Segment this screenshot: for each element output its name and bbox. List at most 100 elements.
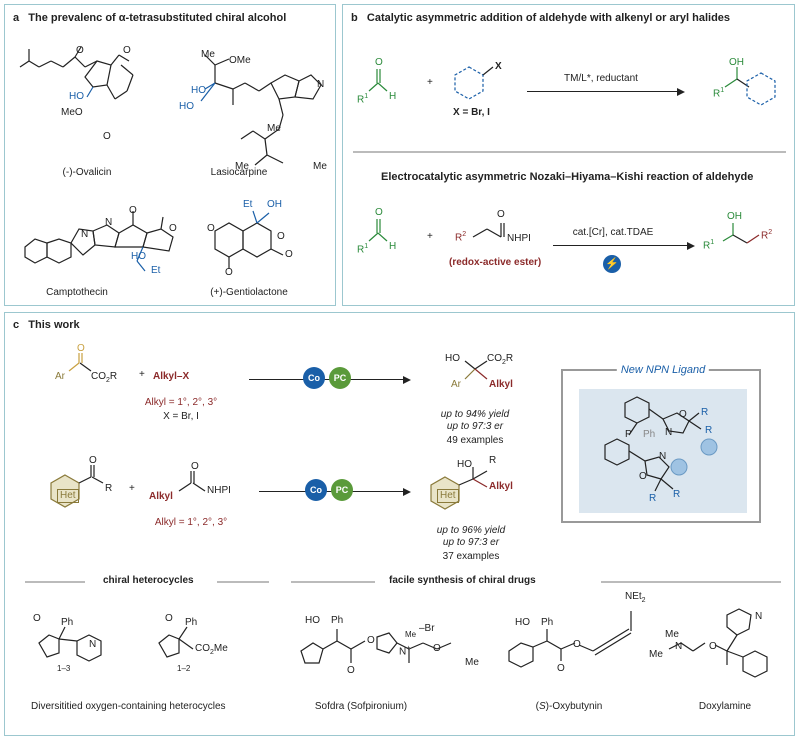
product-4-structure bbox=[430, 467, 488, 510]
hetero-1-o: O bbox=[33, 613, 41, 624]
ligand-box: New NPN Ligand P bbox=[561, 364, 761, 523]
panel-a-title: a The prevalenc of α-tetrasubstituted ch… bbox=[13, 12, 287, 24]
yield-1: up to 94% yield bbox=[440, 409, 510, 420]
sofdra-structure bbox=[300, 629, 452, 664]
hetero-2-o: O bbox=[165, 613, 173, 624]
product-label-heterocycles: Diversititied oxygen-containing heterocy… bbox=[31, 701, 226, 712]
oxybutynin-ho: HO bbox=[515, 617, 530, 628]
pc-catalyst-icon-2: PC bbox=[331, 479, 353, 501]
er-1: up to 97:3 er bbox=[446, 421, 504, 432]
aldehyde-structure bbox=[368, 69, 388, 92]
product-1-structure bbox=[724, 67, 776, 106]
plus-sign: + bbox=[427, 77, 433, 88]
co-catalyst-icon: Co bbox=[303, 367, 325, 389]
plus-sign-2: + bbox=[427, 231, 433, 242]
ovalicin-ketone-o: O bbox=[103, 131, 111, 142]
product-label-doxylamine: Doxylamine bbox=[698, 701, 752, 712]
panel-b-subtitle: Electrocatalytic asymmetric Nozaki–Hiyam… bbox=[381, 171, 754, 183]
product-3-alkyl: Alkyl bbox=[489, 379, 513, 390]
oxybutynin-ph: Ph bbox=[541, 617, 554, 628]
panel-c: c This work O Ar CO2R + Alkyl–X Alkyl = … bbox=[4, 312, 795, 736]
ligand-r-label-3: R bbox=[649, 493, 657, 504]
gentio-o-atom-4: O bbox=[225, 267, 233, 278]
sofdra-me-2: Me bbox=[465, 657, 479, 668]
hetero-2-range: 1–2 bbox=[177, 664, 191, 673]
plus-sign-4: + bbox=[129, 483, 135, 494]
ovalicin-ho-label: HO bbox=[69, 91, 84, 102]
campto-o-atom: O bbox=[129, 205, 137, 216]
aryl-x-atom: X bbox=[495, 61, 502, 72]
ketoester-ar: Ar bbox=[55, 371, 65, 382]
aldehyde-2-h: H bbox=[389, 241, 397, 252]
panel-b: b Catalytic asymmetric addition of aldeh… bbox=[342, 4, 795, 306]
product-2-r1: R1 bbox=[703, 239, 715, 252]
ligand-n-atom-2: N bbox=[659, 451, 667, 462]
lasio-me-label-4: Me bbox=[313, 161, 327, 172]
doxylamine-n: N bbox=[675, 641, 683, 652]
oxybutynin-structure bbox=[508, 611, 632, 668]
examples-2: 37 examples bbox=[442, 551, 500, 562]
gentio-o-atom-2: O bbox=[277, 231, 285, 242]
section-chiral-drugs: facile synthesis of chiral drugs bbox=[389, 575, 536, 586]
product-1-r1: R1 bbox=[713, 87, 725, 100]
product-3-structure bbox=[464, 360, 488, 380]
sofdra-ph: Ph bbox=[331, 615, 344, 626]
alkyl-def-1: Alkyl = 1°, 2°, 3° bbox=[144, 397, 218, 408]
lasio-ho-label-2: HO bbox=[179, 101, 194, 112]
er-2: up to 97:3 er bbox=[442, 537, 500, 548]
aldehyde-o: O bbox=[375, 57, 383, 68]
ligand-title: New NPN Ligand bbox=[616, 364, 710, 376]
examples-1: 49 examples bbox=[446, 435, 504, 446]
ligand-r-label-4: R bbox=[673, 489, 681, 500]
ovalicin-structure bbox=[19, 46, 134, 100]
sofdra-ho: HO bbox=[305, 615, 320, 626]
panel-b-divider bbox=[353, 151, 786, 153]
ligand-n-atom: N bbox=[665, 427, 673, 438]
redox-active-label: (redox-active ester) bbox=[449, 257, 542, 268]
alkyl-ester-o: O bbox=[191, 461, 199, 472]
alkyl-x-reagent: Alkyl–X bbox=[153, 371, 190, 382]
compound-camptothecin-label: Camptothecin bbox=[46, 287, 108, 298]
product-4-r: R bbox=[489, 455, 497, 466]
gentio-et-label: Et bbox=[243, 199, 253, 210]
ketoester-co2r: CO2R bbox=[91, 371, 118, 384]
ketoester-o: O bbox=[77, 343, 85, 354]
het-ketone-o: O bbox=[89, 455, 97, 466]
oxybutynin-net2: NEt2 bbox=[625, 591, 646, 604]
ligand-ph-label: Ph bbox=[643, 429, 656, 440]
campto-n-atom: N bbox=[81, 229, 89, 240]
sofdra-n: N+ bbox=[399, 645, 411, 658]
lasio-me-label: Me bbox=[201, 49, 215, 60]
section-divider-left bbox=[25, 581, 85, 583]
electrode-icon: ⚡ bbox=[603, 255, 621, 273]
pc-catalyst-icon: PC bbox=[329, 367, 351, 389]
compound-lasiocarpine-label: Lasiocarpine bbox=[210, 167, 268, 178]
hetero-1-ph: Ph bbox=[61, 617, 74, 628]
het-label: Het bbox=[57, 489, 79, 503]
gentio-o-atom-3: O bbox=[285, 249, 293, 260]
ester-r2: R2 bbox=[455, 231, 467, 244]
gentiolactone-structure bbox=[214, 210, 284, 269]
reaction-arrow-1 bbox=[527, 87, 685, 96]
ligand-p-atom: P bbox=[625, 429, 632, 440]
het-ketone-r: R bbox=[105, 483, 113, 494]
gentio-oh-label: OH bbox=[267, 199, 282, 210]
sofdra-o-2: O bbox=[347, 665, 355, 676]
ligand-r-label: R bbox=[701, 407, 709, 418]
heterocycle-1-structure bbox=[38, 626, 102, 662]
aryl-halide-structure bbox=[454, 66, 494, 100]
ovalicin-o-atom-2: O bbox=[123, 45, 131, 56]
campto-o-atom-2: O bbox=[169, 223, 177, 234]
lasio-me-label-3: Me bbox=[235, 161, 249, 172]
co-catalyst-icon-2: Co bbox=[305, 479, 327, 501]
oxybutynin-o-2: O bbox=[557, 663, 565, 674]
campto-et-label: Et bbox=[151, 265, 161, 276]
heterocycle-2-structure bbox=[158, 626, 194, 658]
aldehyde-2-r1: R1 bbox=[357, 243, 369, 256]
x-def-panel-c: X = Br, I bbox=[163, 411, 199, 422]
alkyl-reagent-2: Alkyl bbox=[149, 491, 173, 502]
lasio-me-label-2: Me bbox=[267, 123, 281, 134]
ester-structure bbox=[472, 223, 505, 238]
doxylamine-me-2: Me bbox=[649, 649, 663, 660]
product-4-het: Het bbox=[437, 489, 459, 503]
